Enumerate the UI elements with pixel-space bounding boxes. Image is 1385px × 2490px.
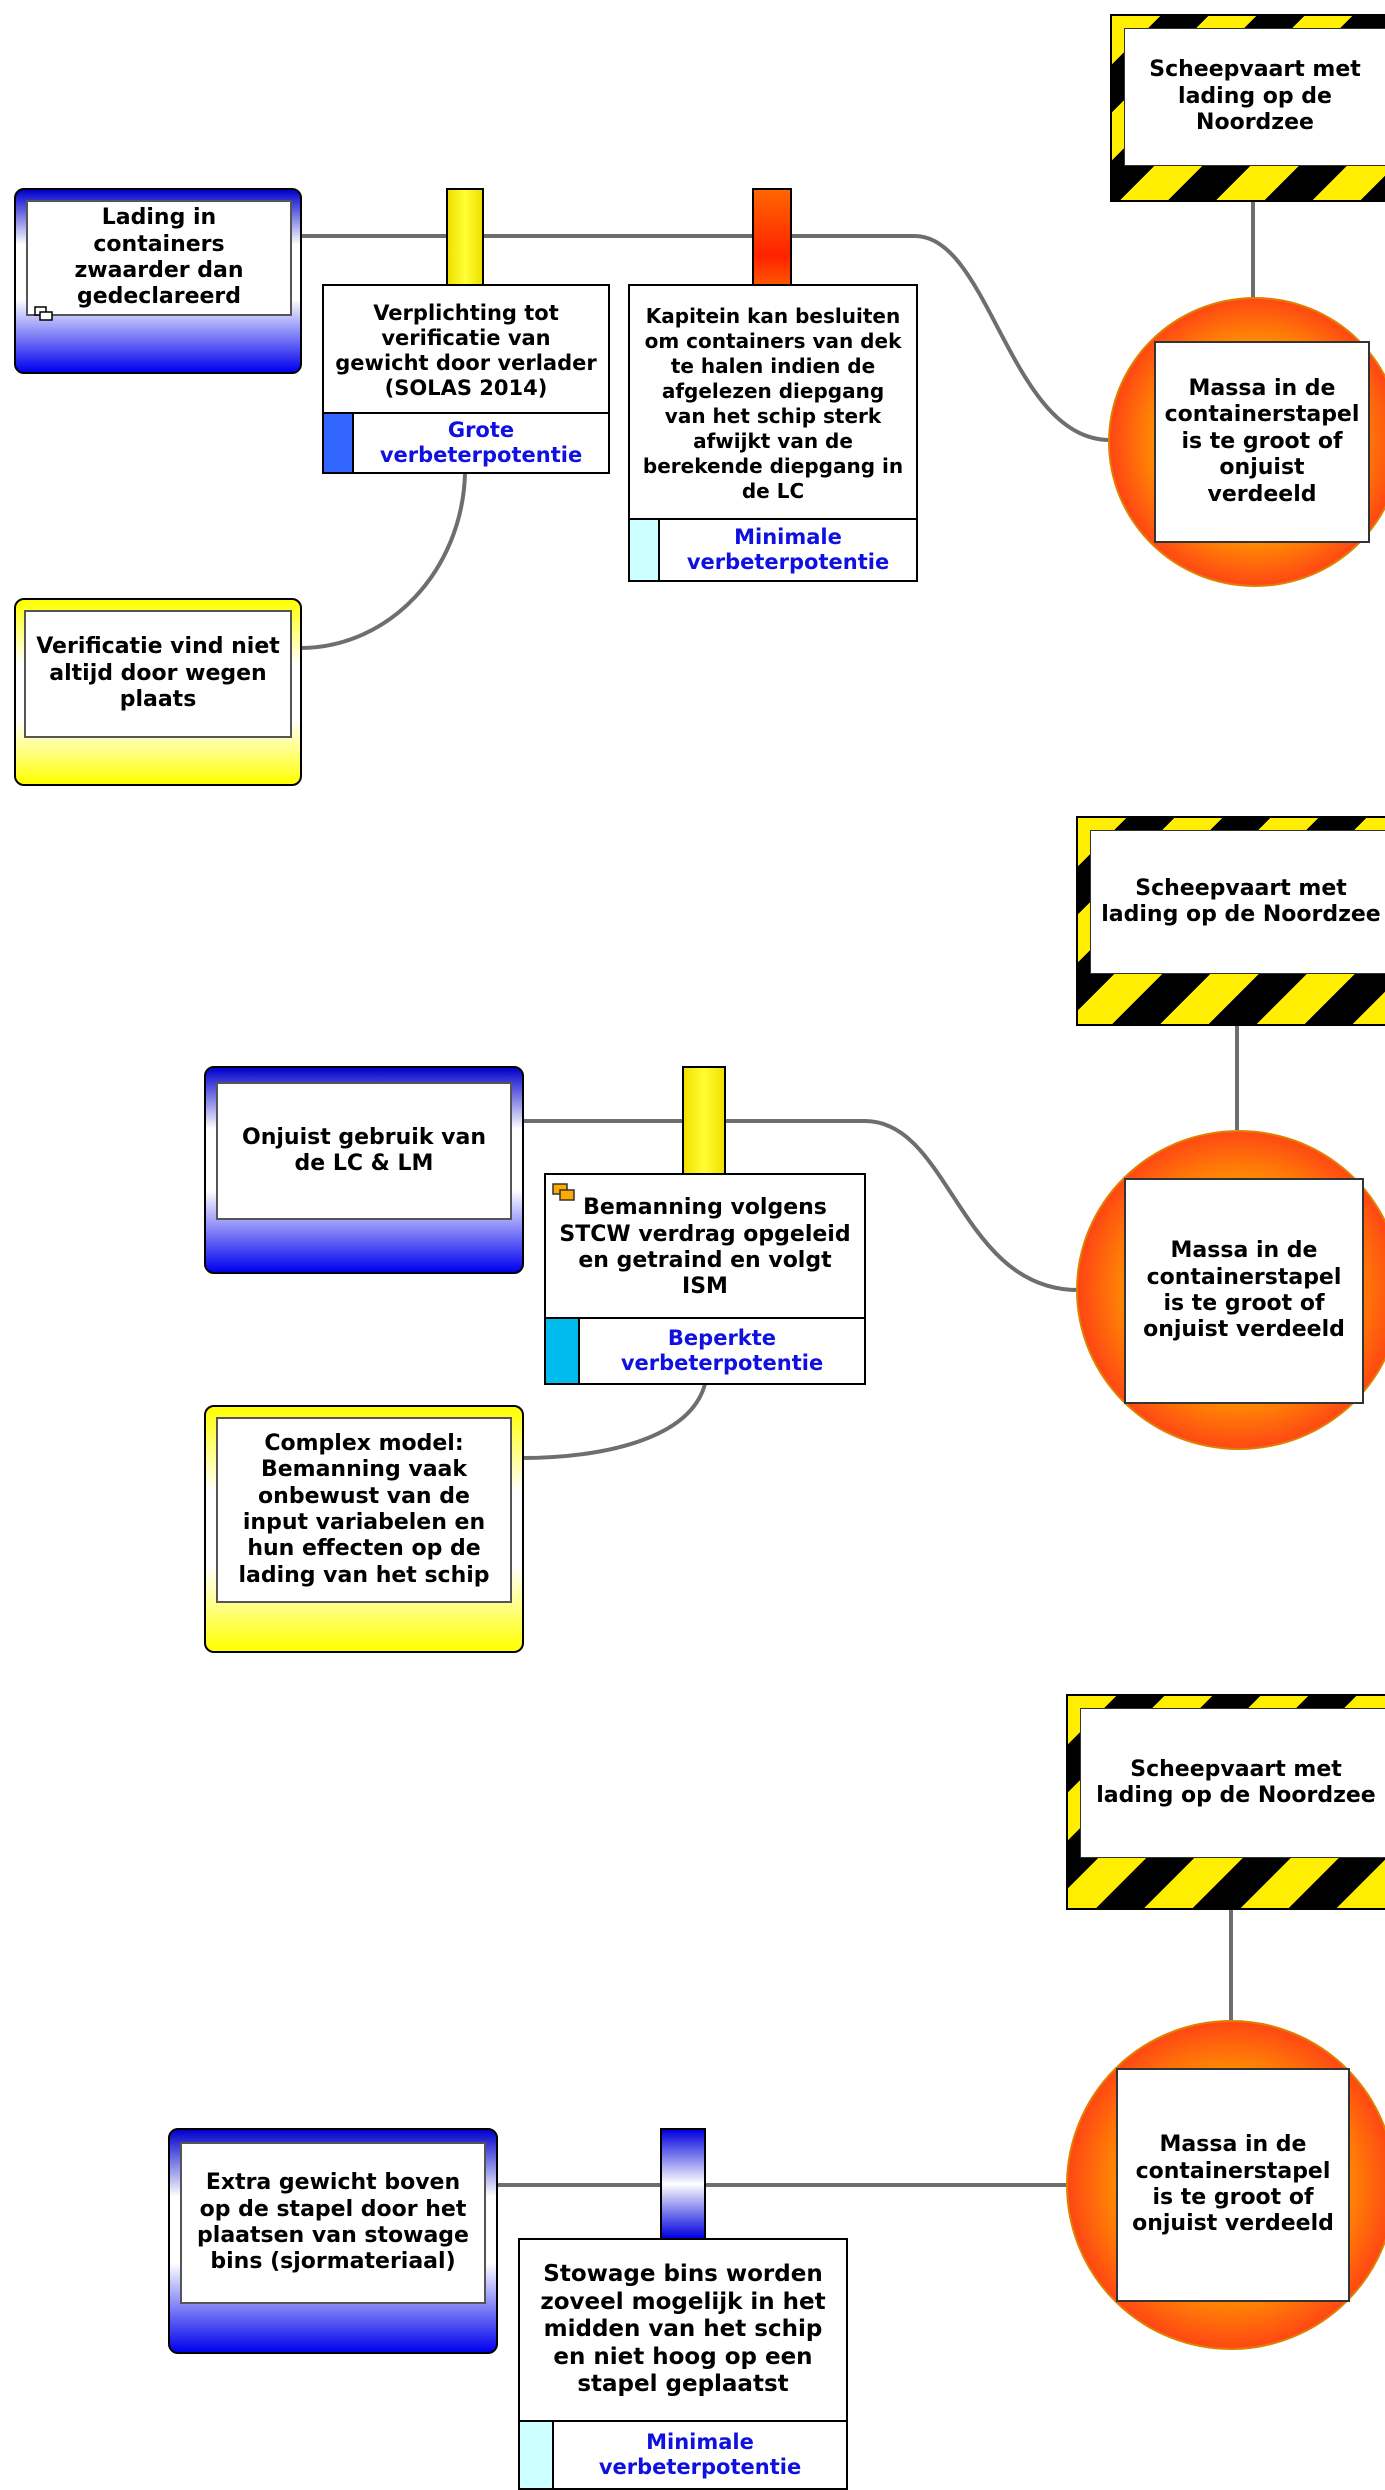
barrier-tab — [682, 1066, 726, 1176]
threat-label: Lading in containers zwaarder dan gedecl… — [26, 200, 292, 316]
top-event-label: Massa in de containerstapel is te groot … — [1124, 1178, 1364, 1404]
hazard-box: Scheepvaart met lading op de Noordzee — [1066, 1694, 1385, 1910]
effectiveness-label: Beperkte verbeterpotentie — [620, 1325, 824, 1375]
hazard-label: Scheepvaart met lading op de Noordzee — [1124, 28, 1385, 166]
effectiveness-swatch — [324, 414, 354, 472]
linked-barrier-icon — [552, 1183, 575, 1201]
hazard-box: Scheepvaart met lading op de Noordzee — [1076, 816, 1385, 1026]
effectiveness-label: Grote verbeterpotentie — [379, 417, 583, 467]
hazard-label: Scheepvaart met lading op de Noordzee — [1080, 1708, 1385, 1858]
barrier-box: Bemanning volgens STCW verdrag opgeleid … — [544, 1173, 866, 1385]
effectiveness-label: Minimale verbeterpotentie — [686, 524, 890, 574]
effectiveness-footer: Minimale verbeterpotentie — [630, 518, 916, 580]
barrier-label: Kapitein kan besluiten om containers van… — [642, 304, 904, 503]
escalation-factor-label: Verificatie vind niet altijd door wegen … — [24, 610, 292, 738]
escalation-factor-label: Complex model: Bemanning vaak onbewust v… — [216, 1417, 512, 1603]
escalation-factor-box: Complex model: Bemanning vaak onbewust v… — [204, 1405, 524, 1653]
top-event-label: Massa in de containerstapel is te groot … — [1154, 341, 1370, 543]
effectiveness-swatch — [630, 520, 660, 580]
threat-box: Lading in containers zwaarder dan gedecl… — [14, 188, 302, 374]
barrier-label: Verplichting tot verificatie van gewicht… — [335, 300, 597, 401]
threat-label: Extra gewicht boven op de stapel door he… — [180, 2142, 486, 2304]
barrier-box: Stowage bins worden zoveel mogelijk in h… — [518, 2238, 848, 2490]
barrier-box: Kapitein kan besluiten om containers van… — [628, 284, 918, 582]
top-event-circle: Massa in de containerstapel is te groot … — [1108, 297, 1385, 587]
effectiveness-swatch — [546, 1319, 580, 1383]
threat-label: Onjuist gebruik van de LC & LM — [216, 1082, 512, 1220]
threat-to-topevent-line — [522, 1119, 1079, 1292]
linked-diagram-icon — [34, 306, 53, 321]
effectiveness-footer: Minimale verbeterpotentie — [520, 2420, 846, 2488]
effectiveness-label: Minimale verbeterpotentie — [598, 2429, 802, 2479]
barrier-box: Verplichting tot verificatie van gewicht… — [322, 284, 610, 474]
escalation-link-line — [521, 1383, 707, 1460]
effectiveness-footer: Beperkte verbeterpotentie — [546, 1317, 864, 1383]
threat-to-topevent-line — [300, 234, 1111, 442]
barrier-label: Stowage bins worden zoveel mogelijk in h… — [540, 2261, 826, 2398]
escalation-link-line — [299, 473, 467, 650]
barrier-label: Bemanning volgens STCW verdrag opgeleid … — [559, 1195, 851, 1300]
hazard-label: Scheepvaart met lading op de Noordzee — [1090, 830, 1385, 974]
barrier-tab — [752, 188, 792, 286]
top-event-circle: Massa in de containerstapel is te groot … — [1066, 2020, 1385, 2350]
effectiveness-swatch — [520, 2422, 554, 2488]
threat-box: Onjuist gebruik van de LC & LM — [204, 1066, 524, 1274]
top-event-label: Massa in de containerstapel is te groot … — [1116, 2068, 1350, 2302]
escalation-factor-box: Verificatie vind niet altijd door wegen … — [14, 598, 302, 786]
effectiveness-footer: Grote verbeterpotentie — [324, 412, 608, 472]
top-event-circle: Massa in de containerstapel is te groot … — [1076, 1130, 1385, 1450]
threat-box: Extra gewicht boven op de stapel door he… — [168, 2128, 498, 2354]
hazard-box: Scheepvaart met lading op de Noordzee — [1110, 14, 1385, 202]
barrier-tab — [660, 2128, 706, 2240]
barrier-tab — [446, 188, 484, 286]
